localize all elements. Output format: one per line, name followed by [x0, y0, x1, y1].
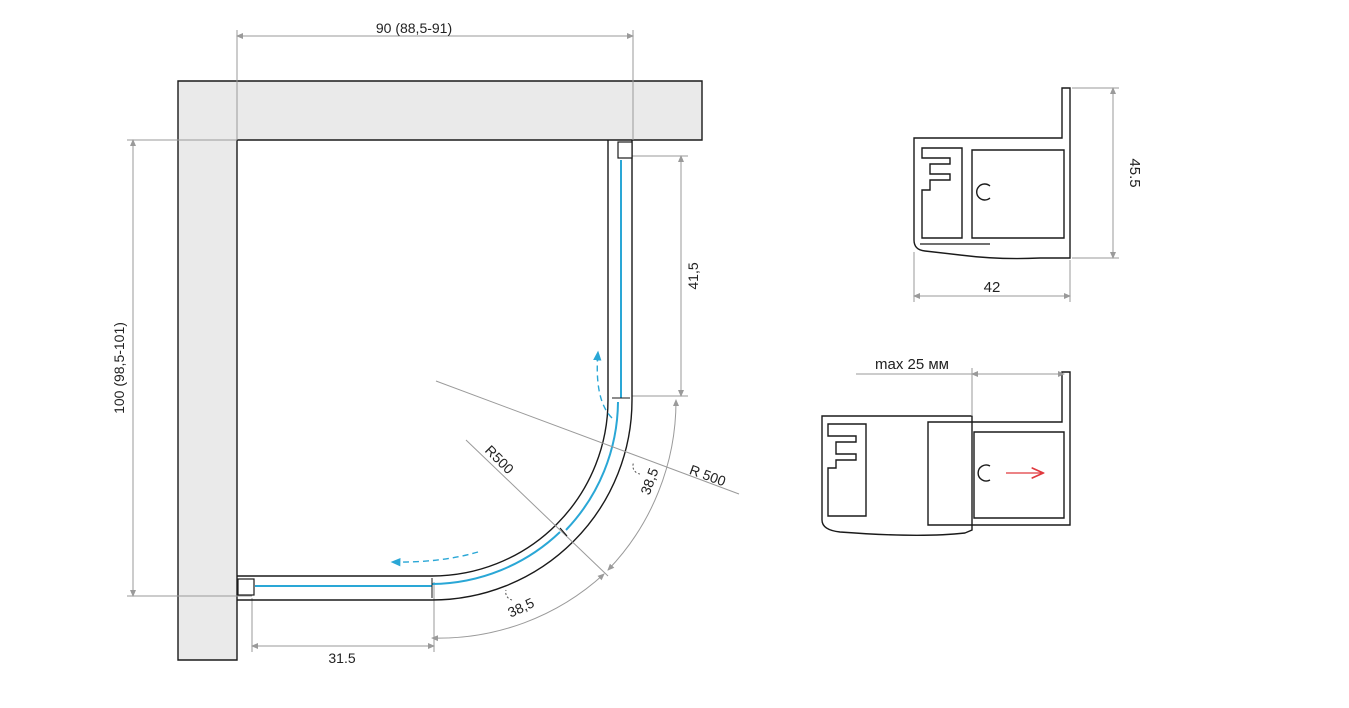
radius-line-inner: [465, 439, 609, 577]
profile-section-bottom: max 25 мм: [821, 356, 1071, 536]
profile-bottom-left-channel: [827, 423, 867, 517]
door-open-arrow-left: [390, 551, 479, 567]
curved-door-inner: [431, 531, 561, 585]
door-open-arrow-up: [593, 350, 613, 419]
profile-bottom-inner-chamber: [973, 431, 1065, 519]
profile-bottom-outer-part: [821, 415, 973, 536]
door-joint-mark: [559, 527, 568, 537]
radius-line-outer: [435, 380, 740, 495]
profile-top-inner-chamber: [971, 149, 1065, 239]
profile-bottom-screw-slot: [977, 464, 991, 482]
shower-plan: 90 (88,5-91) 100 (98,5-101) 41,5 31.5: [111, 20, 740, 666]
profile-top-width-label: 42: [984, 279, 1001, 296]
profile-section-top: 45.5 42: [913, 87, 1143, 302]
enclosure-outline-outer: [237, 140, 633, 601]
curved-door-outer: [565, 401, 619, 531]
depth-label: 100 (98,5-101): [111, 322, 127, 414]
enclosure-outline-inner: [237, 140, 609, 577]
profile-top-screw-slot: [976, 183, 991, 201]
wall-profile-left: [237, 578, 255, 596]
arc-symbol-right: [632, 461, 641, 475]
profile-top-outline: [913, 87, 1071, 260]
profile-top-height-label: 45.5: [1126, 158, 1143, 187]
wall-shape: [177, 80, 703, 661]
front-panel-label: 31.5: [328, 650, 355, 666]
arc-label-bottom: 38,5: [505, 594, 537, 620]
profile-bottom-wall-part: [927, 371, 1071, 526]
arc-dimension-bottom: [431, 573, 605, 642]
side-panel-label: 41,5: [685, 262, 701, 289]
arc-symbol-bottom: [505, 589, 513, 601]
wall-profile-top: [617, 141, 633, 159]
width-label: 90 (88,5-91): [376, 20, 452, 36]
adjust-label: max 25 мм: [875, 356, 949, 373]
arc-dimension-right: [607, 399, 680, 571]
radius-outer-label: R 500: [687, 461, 728, 489]
profile-top-left-channel: [921, 147, 963, 239]
